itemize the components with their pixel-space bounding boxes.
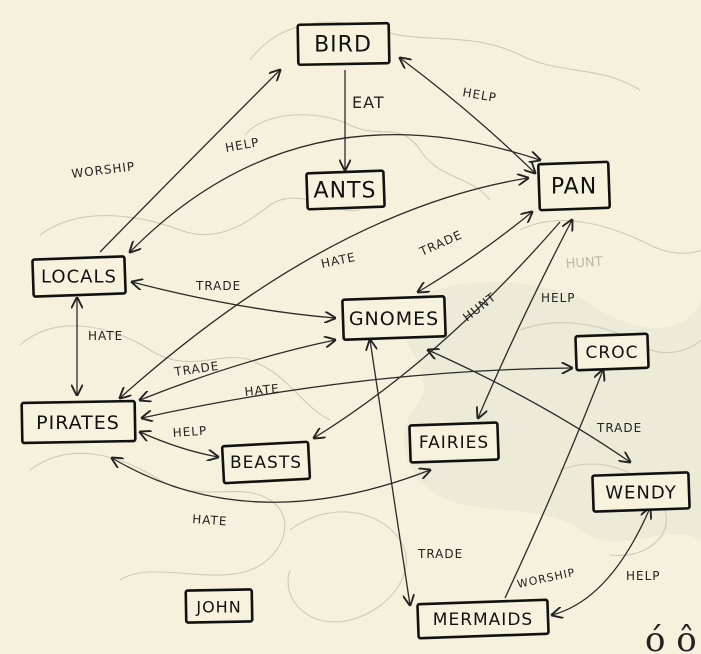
node-john: JOHN: [184, 588, 254, 624]
node-ants: ANTS: [305, 169, 386, 211]
edge-gnomes-mermaids: [370, 340, 410, 605]
edge-label-locals-gnomes: TRADE: [195, 279, 241, 293]
nodes: BIRD ANTS PAN LOCALS GNOMES CROC PIRATES: [20, 21, 691, 640]
node-locals: LOCALS: [31, 255, 127, 298]
edge-gnomes-wendy: [428, 350, 630, 462]
node-bird: BIRD: [296, 21, 391, 67]
node-croc-label: CROC: [586, 343, 639, 363]
node-beasts: BEASTS: [220, 440, 312, 485]
edge-label-gnomes-pan: TRADE: [417, 228, 465, 260]
node-fairies: FAIRIES: [408, 421, 500, 464]
edge-label-pirates-pan: HATE: [320, 250, 357, 271]
node-mermaids-label: MERMAIDS: [433, 610, 533, 630]
node-pan: PAN: [536, 160, 612, 212]
node-pirates-label: PIRATES: [36, 412, 120, 434]
edge-mermaids-croc: [504, 370, 603, 599]
corner-glyphs: ó ô: [645, 620, 697, 654]
edge-label-gnomes-wendy: TRADE: [596, 421, 642, 435]
edge-label-gnomes-mermaids: TRADE: [417, 547, 463, 561]
node-wendy-label: WENDY: [605, 483, 677, 504]
edge-label-worship: WORSHIP: [71, 159, 136, 181]
edge-pirates-gnomes: [140, 340, 335, 400]
node-bird-label: BIRD: [314, 33, 372, 58]
edge-label-bird-pan: HELP: [461, 85, 497, 105]
edge-pirates-beasts: [140, 432, 218, 457]
node-john-label: JOHN: [195, 598, 241, 617]
edge-label-pirates-beasts: HELP: [172, 424, 207, 440]
node-beasts-label: BEASTS: [230, 453, 302, 473]
node-locals-label: LOCALS: [41, 267, 117, 288]
edges: [77, 58, 650, 615]
edge-label-pirates-fairies: HATE: [192, 512, 228, 528]
node-gnomes-label: GNOMES: [349, 308, 439, 330]
edge-label-pirates-gnomes: TRADE: [172, 359, 220, 379]
edge-label-mermaids-croc: WORSHIP: [516, 566, 577, 591]
faint-hunt-label: HUNT: [565, 254, 603, 272]
node-gnomes: GNOMES: [341, 295, 447, 341]
node-pan-label: PAN: [551, 175, 597, 200]
edge-label-pirates-croc: HATE: [244, 381, 280, 399]
node-wendy: WENDY: [591, 471, 691, 513]
edge-label-eat: EAT: [352, 93, 385, 112]
edge-label-wendy-mermaids: HELP: [626, 569, 661, 583]
edge-bird-pan: [400, 58, 535, 173]
edge-label-locals-pirates: HATE: [88, 329, 123, 343]
node-mermaids: MERMAIDS: [416, 598, 550, 640]
node-ants-label: ANTS: [314, 179, 377, 204]
edge-label-locals-pan: HELP: [224, 135, 260, 155]
node-fairies-label: FAIRIES: [419, 433, 489, 453]
edge-wendy-mermaids: [552, 508, 650, 615]
node-pirates: PIRATES: [20, 399, 137, 445]
node-croc: CROC: [574, 332, 650, 372]
edge-label-pan-fairies: HELP: [541, 291, 576, 305]
